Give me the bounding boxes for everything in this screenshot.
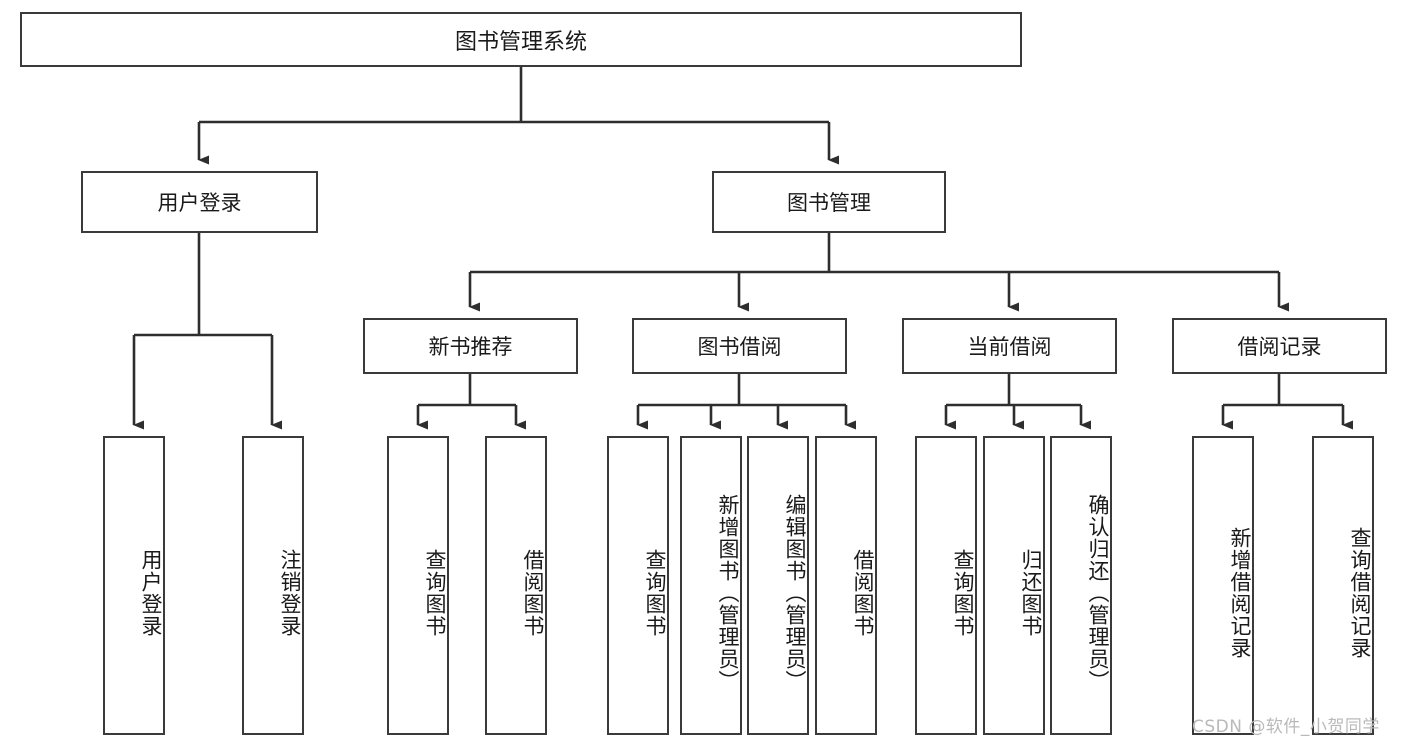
node-label: 图书借阅	[697, 335, 782, 359]
node-label: 借阅图书	[521, 548, 545, 637]
leaf-record-query-record[interactable]: 查询借阅记录	[1312, 436, 1374, 735]
node-label: 用户登录	[157, 191, 242, 215]
node-label: 用户登录	[139, 548, 163, 637]
node-label: 查询图书	[643, 548, 667, 637]
node-user-login[interactable]: 用户登录	[81, 171, 318, 233]
leaf-new-book-query[interactable]: 查询图书	[387, 436, 449, 735]
leaf-user-login-signout[interactable]: 注销登录	[242, 436, 304, 735]
node-label: 图书管理系统	[454, 29, 587, 55]
node-book-borrow[interactable]: 图书借阅	[632, 318, 847, 374]
node-label: 编辑图书（管理员）	[783, 493, 807, 692]
node-label: 新增图书（管理员）	[716, 493, 740, 692]
node-label: 确认归还（管理员）	[1086, 493, 1110, 692]
leaf-current-query-book[interactable]: 查询图书	[915, 436, 977, 735]
leaf-borrow-query-book[interactable]: 查询图书	[607, 436, 669, 735]
node-label: 归还图书	[1019, 548, 1043, 637]
node-label: 当前借阅	[967, 335, 1052, 359]
leaf-borrow-edit-book-admin[interactable]: 编辑图书（管理员）	[747, 436, 809, 735]
leaf-record-add-record[interactable]: 新增借阅记录	[1192, 436, 1254, 735]
node-label: 借阅图书	[851, 548, 875, 637]
csdn-watermark: CSDN @软件_小贺同学	[1192, 717, 1380, 737]
node-label: 注销登录	[278, 548, 302, 637]
node-label: 查询图书	[951, 548, 975, 637]
node-root-system[interactable]: 图书管理系统	[20, 12, 1022, 67]
leaf-new-book-borrow[interactable]: 借阅图书	[485, 436, 547, 735]
leaf-borrow-add-book-admin[interactable]: 新增图书（管理员）	[680, 436, 742, 735]
node-new-book-recommend[interactable]: 新书推荐	[363, 318, 578, 374]
node-book-management[interactable]: 图书管理	[712, 171, 946, 233]
leaf-borrow-borrow-book[interactable]: 借阅图书	[815, 436, 877, 735]
node-label: 查询借阅记录	[1348, 526, 1372, 659]
node-borrow-record[interactable]: 借阅记录	[1172, 318, 1387, 374]
node-current-borrow[interactable]: 当前借阅	[902, 318, 1117, 374]
leaf-user-login-signin[interactable]: 用户登录	[103, 436, 165, 735]
node-label: 图书管理	[787, 191, 871, 215]
node-label: 新增借阅记录	[1228, 526, 1252, 659]
node-label: 借阅记录	[1237, 335, 1322, 359]
leaf-current-return-book[interactable]: 归还图书	[983, 436, 1045, 735]
node-label: 查询图书	[423, 548, 447, 637]
node-label: 新书推荐	[428, 335, 513, 359]
leaf-current-confirm-return-admin[interactable]: 确认归还（管理员）	[1050, 436, 1112, 735]
